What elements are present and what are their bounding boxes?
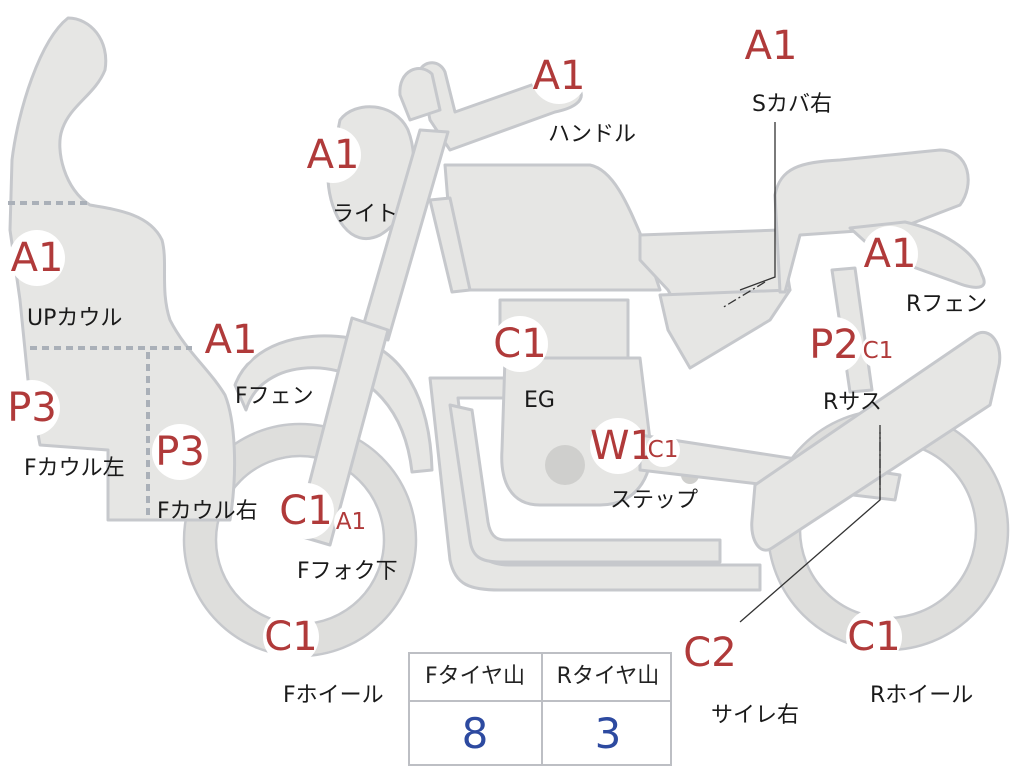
part-code-badge-small: C1 bbox=[646, 433, 680, 467]
front-fork-shape bbox=[360, 128, 450, 342]
part-code-badge: A1 bbox=[305, 127, 361, 183]
part-code-badge: W1 bbox=[590, 418, 655, 474]
part-code-badge: P2 bbox=[806, 317, 862, 373]
label-rear-wheel: Rホイール bbox=[870, 683, 974, 708]
label-side-cover-right: Sカバ右 bbox=[752, 92, 832, 117]
table-divider-vertical bbox=[541, 654, 543, 764]
part-code-badge: C1 bbox=[492, 316, 548, 372]
leader-side-cover bbox=[739, 122, 776, 291]
front-tire-header: Fタイヤ山 bbox=[425, 664, 525, 689]
tire-tread-table: Fタイヤ山 Rタイヤ山 8 3 bbox=[408, 652, 672, 766]
label-upper-cowl: UPカウル bbox=[27, 306, 123, 331]
label-engine: EG bbox=[524, 388, 555, 413]
rear-tire-header: Rタイヤ山 bbox=[556, 664, 660, 689]
part-code-badge: C2 bbox=[682, 625, 738, 681]
engine-cover-shape bbox=[545, 445, 585, 485]
table-divider-horizontal bbox=[410, 700, 670, 702]
part-code-badge: A1 bbox=[862, 226, 918, 282]
muffler-shape bbox=[750, 331, 1002, 552]
front-fender-shape bbox=[233, 334, 434, 474]
mirror-shape bbox=[398, 67, 442, 122]
label-front-fork-lower: Fフォク下 bbox=[297, 559, 398, 584]
rear-tire-value: 3 bbox=[594, 709, 622, 758]
label-front-cowl-right: Fカウル右 bbox=[157, 499, 258, 524]
label-front-wheel: Fホイール bbox=[283, 683, 384, 708]
label-rear-fender: Rフェン bbox=[906, 292, 988, 317]
front-tire-value: 8 bbox=[461, 709, 489, 758]
part-code-badge: C1 bbox=[263, 609, 319, 665]
part-code-badge: A1 bbox=[743, 18, 799, 74]
part-code-badge: P3 bbox=[4, 380, 60, 436]
fuel-tank-shape bbox=[443, 163, 662, 292]
label-step: ステップ bbox=[610, 488, 699, 513]
right-side-cover-shape bbox=[658, 288, 792, 370]
part-code-badge: C1 bbox=[846, 609, 902, 665]
part-code-badge-small: C1 bbox=[861, 334, 895, 368]
part-code-badge: A1 bbox=[531, 48, 587, 104]
label-front-cowl-left: Fカウル左 bbox=[24, 456, 125, 481]
seat-shape bbox=[773, 148, 970, 294]
cowl-shape bbox=[8, 16, 237, 522]
label-headlight: ライト bbox=[332, 202, 399, 227]
leader-side-cover-dash bbox=[721, 281, 766, 309]
label-front-fender: Fフェン bbox=[235, 384, 314, 409]
part-code-badge-small: A1 bbox=[334, 505, 368, 539]
frame-down-tube-shape bbox=[428, 196, 472, 294]
part-code-badge: P3 bbox=[152, 424, 208, 480]
label-handlebar: ハンドル bbox=[548, 122, 637, 147]
label-rear-suspension: Rサス bbox=[823, 390, 882, 415]
label-muffler-right: サイレ右 bbox=[711, 703, 800, 728]
lower-frame-shape bbox=[448, 403, 722, 564]
part-code-badge: A1 bbox=[9, 230, 65, 286]
part-code-badge: C1 bbox=[278, 483, 334, 539]
part-code-badge: A1 bbox=[203, 312, 259, 368]
